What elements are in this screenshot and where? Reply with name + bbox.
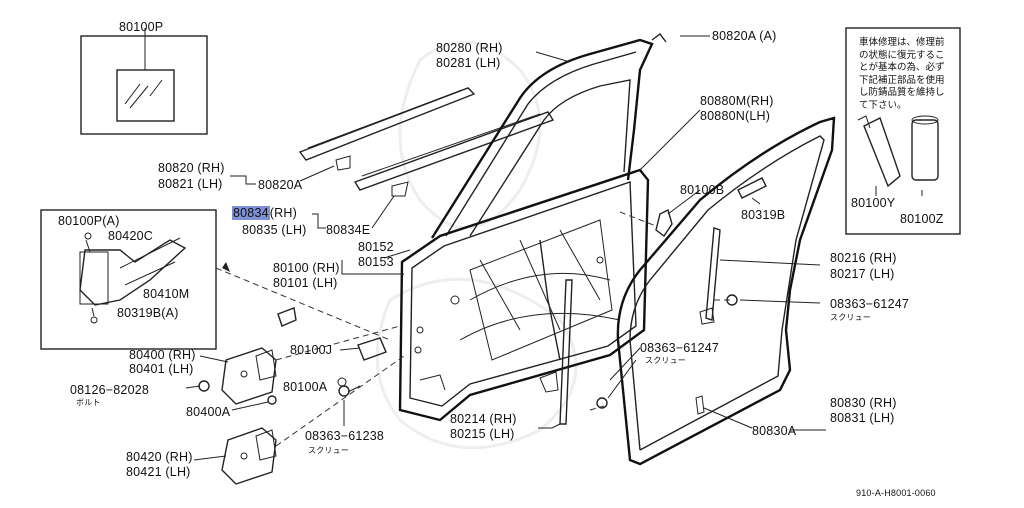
callout-80820A: 80820A (258, 178, 303, 192)
callout-80830: 80830 (RH) (830, 396, 897, 410)
callout-80401: 80401 (LH) (129, 362, 194, 376)
callout-80400A: 80400A (186, 405, 231, 419)
note-box (845, 27, 961, 235)
callout-80821: 80821 (LH) (158, 177, 223, 191)
callout-80100Y: 80100Y (851, 196, 896, 210)
callout-80820: 80820 (RH) (158, 161, 225, 175)
callout-screw-bottom: スクリュー (308, 446, 349, 455)
weatherstrip (616, 116, 836, 466)
repair-note: 車体修理は、修理前の状態に復元することが基本の為、必ず下記補正部品を使用し防錆品… (859, 37, 945, 111)
callout-80100B: 80100B (680, 183, 725, 197)
callout-80834: 80834(RH) (232, 206, 297, 220)
callout-80100P: 80100P (119, 20, 164, 34)
callout-80152: 80152 (358, 240, 394, 254)
callout-80280: 80280 (RH) (436, 41, 503, 55)
callout-screw-center: スクリュー (645, 356, 686, 365)
callout-08363-61238: 08363−61238 (305, 429, 385, 443)
callout-80281: 80281 (LH) (436, 56, 501, 70)
callout-08126-82028: 08126−82028 (70, 383, 150, 397)
callout-80880N: 80880N(LH) (700, 109, 771, 123)
callout-80100J: 80100J (290, 343, 333, 357)
callout-bolt: ボルト (76, 398, 101, 407)
callout-80880M: 80880M(RH) (700, 94, 774, 108)
sealant-products (857, 115, 939, 188)
door-frame (430, 33, 667, 239)
callout-80834-side: (RH) (269, 206, 297, 220)
hinge-inset (40, 209, 217, 350)
callout-80100: 80100 (RH) (273, 261, 340, 275)
callout-08363-61247-right: 08363−61247 (830, 297, 910, 311)
callout-08363-61247-center: 08363−61247 (640, 341, 720, 355)
callout-80421: 80421 (LH) (126, 465, 191, 479)
callout-80217: 80217 (LH) (830, 267, 895, 281)
callout-80420: 80420 (RH) (126, 450, 193, 464)
belt-moulding (298, 87, 555, 197)
callout-80835: 80835 (LH) (242, 223, 307, 237)
callout-80410M: 80410M (143, 287, 190, 301)
callout-80100P-A: 80100P(A) (58, 214, 120, 228)
callout-80830A: 80830A (752, 424, 797, 438)
callout-80319B-A: 80319B(A) (117, 306, 179, 320)
callout-80100Z: 80100Z (900, 212, 944, 226)
leader-lines (185, 35, 923, 461)
callout-80215: 80215 (LH) (450, 427, 515, 441)
callout-80834-highlight: 80834 (232, 206, 270, 220)
glass-channels (539, 227, 721, 425)
callout-80216: 80216 (RH) (830, 251, 897, 265)
callout-screw-right: スクリュー (830, 313, 871, 322)
callout-80820A-A: 80820A (A) (712, 29, 777, 43)
callout-80834E: 80834E (326, 223, 371, 237)
callout-80319B: 80319B (741, 208, 786, 222)
small-parts (277, 177, 767, 415)
watermark-emblem (375, 40, 578, 450)
callout-80100A: 80100A (283, 380, 328, 394)
callout-80153: 80153 (358, 255, 394, 269)
door-panel (398, 168, 650, 422)
diagram-code: 910-A-H8001-0060 (856, 488, 936, 498)
callout-80101: 80101 (LH) (273, 276, 338, 290)
callout-80400: 80400 (RH) (129, 348, 196, 362)
glass-inset (80, 28, 208, 135)
callout-80420C: 80420C (108, 229, 153, 243)
assembly-lines (215, 211, 730, 447)
callout-80831: 80831 (LH) (830, 411, 895, 425)
callout-80214: 80214 (RH) (450, 412, 517, 426)
